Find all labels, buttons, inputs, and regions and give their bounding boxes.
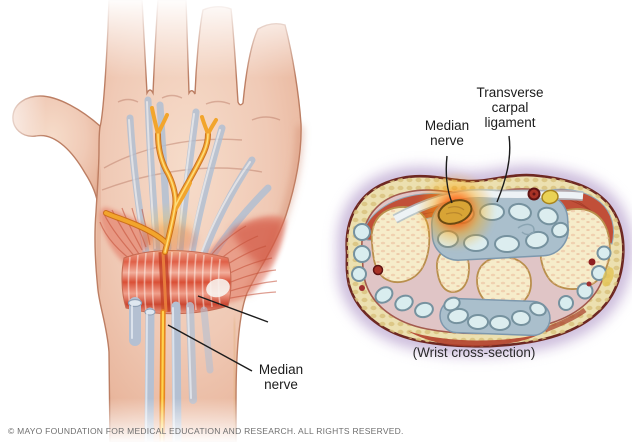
bottom-fade	[84, 398, 260, 442]
ligament-label-line1: Transverse	[476, 85, 544, 100]
median-nerve-label-hand-line1: Median	[258, 362, 304, 377]
blood-vessels	[359, 187, 614, 291]
ligament-label-line2: carpal	[491, 99, 529, 115]
median-nerve-label-cs-line1: Median	[424, 118, 470, 133]
median-nerve-cross-section	[416, 171, 496, 251]
hand-illustration	[0, 0, 330, 442]
peripheral-tendons	[351, 223, 612, 319]
bottom-tendon-pouch	[439, 296, 551, 337]
top-fade	[0, 0, 330, 78]
cross-section-caption: (Wrist cross-section)	[412, 345, 536, 360]
median-nerve-label-cross-section: Median nerve	[404, 118, 490, 149]
bottom-muscle	[408, 307, 587, 347]
median-nerve	[103, 106, 218, 442]
leader-line-ligament-hand	[197, 295, 269, 323]
median-nerve-label-hand: Median nerve	[236, 362, 326, 393]
ligament-label-line3: ligament	[484, 114, 536, 130]
wrist-cross-section	[333, 162, 632, 360]
ulnar-nerve	[541, 189, 559, 205]
median-nerve-label-hand-line2: nerve	[264, 376, 298, 392]
leader-line-median-nerve-hand	[167, 324, 253, 372]
leader-line-median-nerve-cs	[445, 155, 453, 204]
leader-lines	[167, 135, 511, 372]
left-fade	[0, 85, 46, 210]
median-nerve-label-cs-line2: nerve	[430, 132, 464, 148]
leader-line-ligament-cs	[496, 135, 511, 203]
transverse-carpal-ligament-label: Transverse carpal ligament	[458, 85, 562, 131]
copyright-notice: © MAYO FOUNDATION FOR MEDICAL EDUCATION …	[8, 426, 404, 436]
